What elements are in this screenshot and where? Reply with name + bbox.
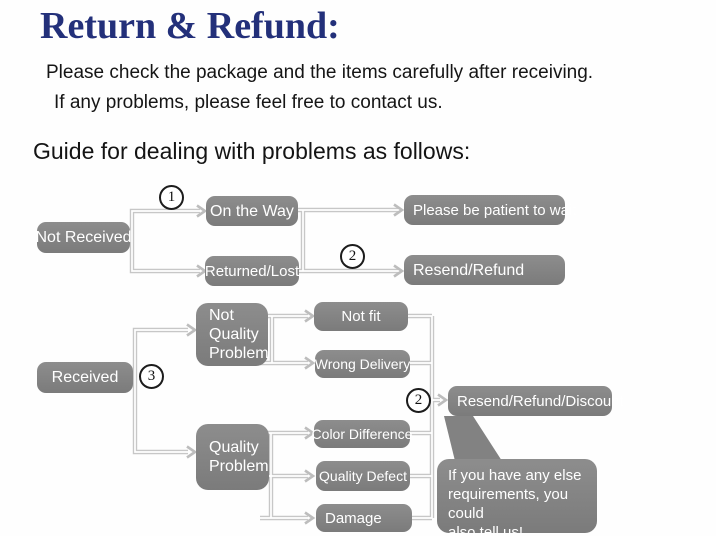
speech-bubble-line: also tell us!	[448, 524, 524, 536]
flow-node-resend-refund-discount: Resend/Refund/Discount	[448, 386, 624, 416]
flow-node-not-received: Not Received	[35, 222, 132, 253]
guide-heading: Guide for dealing with problems as follo…	[33, 138, 471, 164]
badge-circled-1: 1	[159, 185, 184, 210]
badge-circled-2-bottom: 2	[406, 388, 431, 413]
node-line: Problem	[209, 345, 269, 362]
flow-node-resend-refund: Resend/Refund	[404, 255, 565, 285]
flow-node-returned-lost: Returned/Lost	[205, 256, 299, 286]
speech-bubble-line: requirements, you could	[448, 486, 569, 522]
flow-node-please-be-patient: Please be patient to wait	[404, 195, 576, 225]
speech-bubble-tail	[444, 416, 502, 461]
flow-node-damage: Damage	[316, 504, 412, 532]
arrowheads	[186, 203, 449, 525]
node-line: Not	[209, 307, 234, 324]
flow-node-received: Received	[37, 362, 133, 393]
badge-circled-2-top: 2	[340, 244, 365, 269]
badge-circled-3: 3	[139, 364, 164, 389]
flow-node-quality-problem: Quality Problem	[196, 424, 269, 490]
flow-node-not-quality-problem: Not Quality Problem	[196, 303, 269, 366]
flow-node-on-the-way: On the Way	[206, 196, 298, 226]
node-line: Quality	[209, 326, 259, 343]
subtitle-line-1: Please check the package and the items c…	[46, 62, 594, 83]
flow-node-wrong-delivery: Wrong Delivery	[315, 350, 410, 378]
flow-node-not-fit: Not fit	[314, 302, 408, 331]
speech-bubble: If you have any else requirements, you c…	[437, 459, 597, 536]
flow-node-color-difference: Color Difference	[312, 420, 412, 448]
flow-node-quality-defect: Quality Defect	[316, 461, 410, 491]
subtitle-line-2: If any problems, please feel free to con…	[54, 92, 443, 113]
node-line: Problem	[209, 458, 269, 475]
speech-bubble-line: If you have any else	[448, 467, 582, 484]
page-title: Return & Refund:	[40, 5, 340, 47]
node-line: Quality	[209, 439, 259, 456]
